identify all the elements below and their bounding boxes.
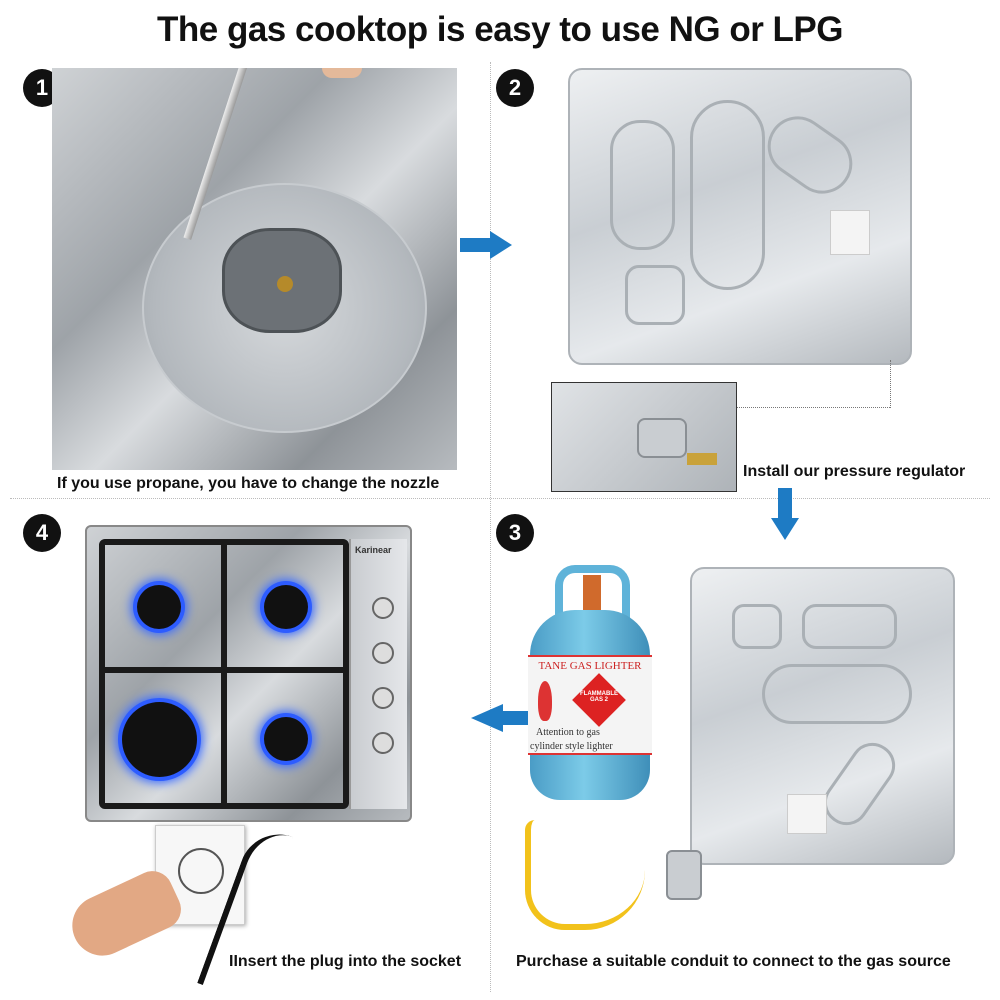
callout-line xyxy=(890,360,891,408)
regulator-inset-photo xyxy=(551,382,737,492)
knob xyxy=(372,687,394,709)
step-1-caption: If you use propane, you have to change t… xyxy=(57,475,440,492)
flame-icon xyxy=(538,681,552,721)
arrow-left-head-icon xyxy=(471,704,503,732)
step-4-badge: 4 xyxy=(23,514,61,552)
cooktop-photo: Karinear xyxy=(85,525,412,822)
arrow-down-head-icon xyxy=(771,518,799,540)
step-2-badge: 2 xyxy=(496,69,534,107)
cooktop-underside-photo-2 xyxy=(690,567,955,865)
knob xyxy=(372,642,394,664)
cooktop-underside-photo xyxy=(568,68,912,365)
page-title: The gas cooktop is easy to use NG or LPG xyxy=(157,10,844,49)
knob xyxy=(372,732,394,754)
arrow-left-icon xyxy=(503,711,528,725)
callout-line xyxy=(737,407,890,408)
hand xyxy=(62,864,188,966)
cooktop-brand: Karinear xyxy=(355,545,392,555)
step-3-caption: Purchase a suitable conduit to connect t… xyxy=(516,953,951,970)
step-2-caption: Install our pressure regulator xyxy=(743,463,966,480)
pressure-regulator xyxy=(666,850,702,900)
gas-hose xyxy=(525,820,645,930)
knob xyxy=(372,597,394,619)
tank-handle xyxy=(555,565,630,620)
nozzle-change-photo xyxy=(52,68,457,470)
tank-label: TANE GAS LIGHTER FLAMMABLE GAS 2 Attenti… xyxy=(528,655,652,755)
tank-valve xyxy=(583,575,601,610)
divider-horizontal xyxy=(10,498,990,499)
step-4-caption: IInsert the plug into the socket xyxy=(229,953,462,970)
arrow-right-head-icon xyxy=(490,231,512,259)
divider-vertical xyxy=(490,62,491,992)
tank-label-title: TANE GAS LIGHTER xyxy=(538,660,642,672)
hazard-diamond: FLAMMABLE GAS 2 xyxy=(580,691,618,703)
arrow-down-icon xyxy=(778,488,792,518)
step-3-badge: 3 xyxy=(496,514,534,552)
arrow-right-icon xyxy=(460,238,490,252)
tank-label-line1: Attention to gas xyxy=(536,727,600,738)
gas-tank: TANE GAS LIGHTER FLAMMABLE GAS 2 Attenti… xyxy=(528,610,652,800)
tank-label-line2: cylinder style lighter xyxy=(530,741,613,752)
